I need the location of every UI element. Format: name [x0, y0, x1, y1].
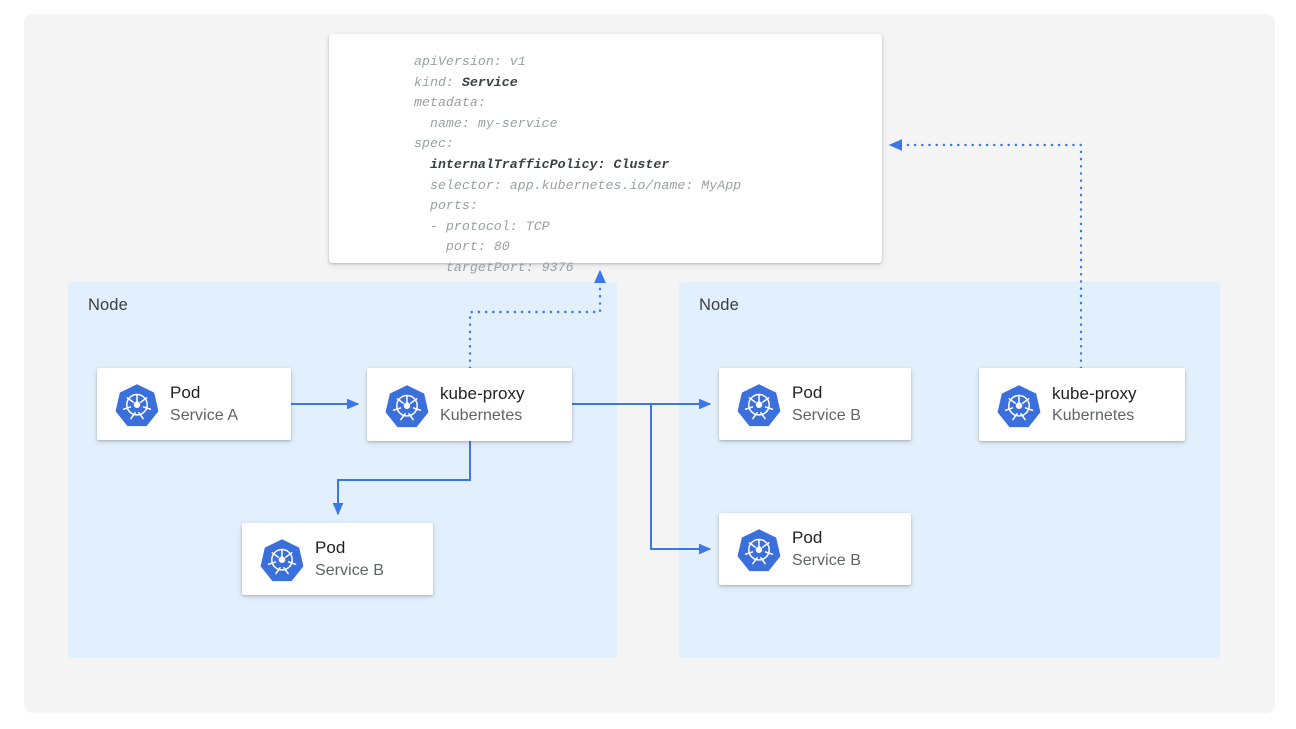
card-subtitle: Service B — [792, 406, 861, 424]
node-panel-right: Node — [679, 282, 1220, 658]
kubernetes-icon — [384, 382, 430, 428]
node-panel-left: Node — [68, 282, 617, 658]
kubernetes-icon — [996, 382, 1042, 428]
node-label: Node — [88, 296, 128, 314]
service-manifest-code: apiVersion: v1 kind: Service metadata: n… — [414, 54, 742, 275]
card-title: kube-proxy — [440, 383, 525, 403]
card-pod-service-b-top[interactable]: Pod Service B — [719, 368, 911, 440]
card-text: Pod Service B — [792, 527, 861, 571]
card-kube-proxy-right[interactable]: kube-proxy Kubernetes — [979, 368, 1185, 441]
card-text: kube-proxy Kubernetes — [1052, 383, 1137, 427]
card-pod-service-a[interactable]: Pod Service A — [97, 368, 291, 440]
card-subtitle: Service B — [792, 551, 861, 569]
card-title: kube-proxy — [1052, 383, 1137, 403]
card-title: Pod — [792, 528, 823, 548]
card-subtitle: Kubernetes — [1052, 407, 1135, 425]
card-subtitle: Kubernetes — [440, 407, 523, 425]
card-text: Pod Service B — [315, 537, 384, 581]
kubernetes-icon — [114, 381, 160, 427]
card-pod-service-b-left[interactable]: Pod Service B — [242, 523, 433, 595]
card-title: Pod — [315, 538, 346, 558]
card-kube-proxy-left[interactable]: kube-proxy Kubernetes — [367, 368, 572, 441]
node-label: Node — [699, 296, 739, 314]
kubernetes-icon — [736, 526, 782, 572]
card-title: Pod — [792, 383, 823, 403]
card-subtitle: Service A — [170, 406, 239, 424]
service-manifest-box: apiVersion: v1 kind: Service metadata: n… — [329, 34, 882, 275]
card-subtitle: Service B — [315, 561, 384, 579]
card-pod-service-b-bottom[interactable]: Pod Service B — [719, 513, 911, 585]
kubernetes-icon — [736, 381, 782, 427]
kubernetes-icon — [259, 536, 305, 582]
card-title: Pod — [170, 383, 201, 403]
card-text: Pod Service B — [792, 382, 861, 426]
card-text: kube-proxy Kubernetes — [440, 383, 525, 427]
card-text: Pod Service A — [170, 382, 238, 426]
